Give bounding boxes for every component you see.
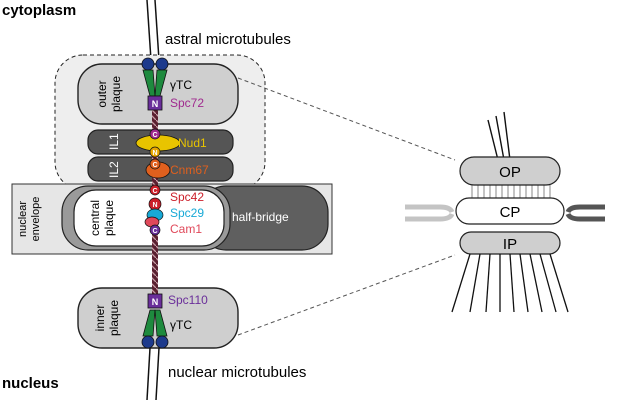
astral-microtubules-lines bbox=[146, 0, 160, 61]
spc72-n-marker bbox=[147, 95, 163, 111]
cnm67-c-marker-text: C bbox=[152, 162, 157, 169]
cnm67-c-marker bbox=[149, 158, 161, 170]
spc42-c-marker-text: C bbox=[152, 188, 157, 195]
gamma-tc-top-label: γTC bbox=[170, 78, 192, 92]
nud1-c-marker bbox=[149, 128, 161, 140]
nud1-n-marker bbox=[149, 146, 161, 158]
nud1-label: Nud1 bbox=[178, 136, 207, 150]
linker-rod-lower bbox=[152, 232, 158, 298]
spc29-label: Spc29 bbox=[170, 206, 204, 220]
spc110-n-marker-text: N bbox=[152, 297, 159, 307]
gamma-tc-bottom-label: γTC bbox=[170, 318, 192, 332]
nuclear-microtubules-lines bbox=[146, 347, 160, 400]
spc72-label: Spc72 bbox=[170, 96, 204, 110]
cp-label: CP bbox=[500, 204, 521, 221]
nucleus-label: nucleus bbox=[2, 375, 59, 392]
guide-line-top bbox=[237, 77, 456, 161]
inner-plaque-label-line2: plaque bbox=[107, 300, 121, 336]
astral-microtubules-label: astral microtubules bbox=[165, 31, 291, 48]
half-bridge-label: half-bridge bbox=[232, 210, 289, 224]
cytoplasm-label: cytoplasm bbox=[2, 2, 76, 19]
cnm67-label: Cnm67 bbox=[170, 163, 209, 177]
nuclear-envelope-label-line1: nuclear bbox=[17, 201, 29, 237]
outer-plaque-label-line2: plaque bbox=[109, 76, 123, 112]
nud1-n-marker-text: N bbox=[152, 150, 157, 157]
spc42-c-marker bbox=[149, 184, 161, 196]
spc72-n-marker-text: N bbox=[152, 99, 159, 109]
nud1-c-marker-text: C bbox=[152, 132, 157, 139]
guide-line-bottom bbox=[237, 254, 456, 336]
cam1-label: Cam1 bbox=[170, 222, 202, 236]
nuclear-envelope-label-line2: envelope bbox=[30, 197, 42, 242]
spc110-c-marker-text: C bbox=[152, 228, 157, 235]
cp-box bbox=[455, 197, 565, 225]
spc42-label: Spc42 bbox=[170, 190, 204, 204]
il2-label: IL2 bbox=[107, 161, 121, 178]
central-plaque-label-line2: plaque bbox=[102, 200, 116, 236]
ip-label: IP bbox=[503, 236, 517, 253]
spc110-c-marker bbox=[149, 224, 161, 236]
il1-label: IL1 bbox=[107, 133, 121, 150]
spb-schematic bbox=[405, 111, 605, 313]
spc110-n-marker bbox=[147, 293, 163, 309]
spc110-label: Spc110 bbox=[168, 293, 208, 307]
outer-plaque-label-line1: outer bbox=[95, 80, 109, 107]
spc42-n-marker-text: N bbox=[152, 202, 157, 209]
gamma-tubulin-complex-bottom bbox=[141, 309, 169, 349]
nuclear-microtubules-label: nuclear microtubules bbox=[168, 364, 306, 381]
op-box bbox=[459, 156, 561, 186]
inner-plaque-label-line1: inner bbox=[93, 305, 107, 332]
op-label: OP bbox=[499, 164, 521, 181]
central-plaque-label-line1: central bbox=[88, 200, 102, 236]
